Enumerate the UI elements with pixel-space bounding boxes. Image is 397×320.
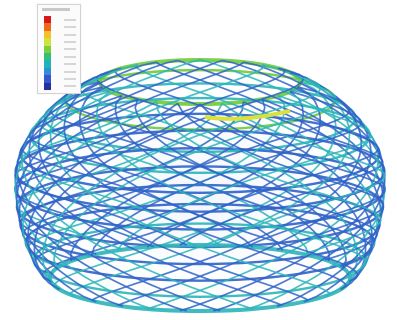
dome-brace — [95, 90, 367, 275]
dome-brace — [199, 103, 386, 248]
dome-brace — [14, 59, 201, 311]
dome-brace — [22, 64, 267, 297]
dome-brace — [21, 63, 253, 310]
legend-swatch — [44, 16, 51, 24]
legend-swatch — [44, 82, 51, 91]
dome-brace — [213, 102, 386, 246]
dome-brace — [90, 90, 363, 256]
legend-swatch — [44, 30, 51, 39]
legend-tick-mark — [64, 63, 76, 66]
dome-brace — [41, 76, 321, 276]
dome-brace — [18, 61, 245, 303]
dome-accent-group — [204, 108, 291, 121]
legend-tick-mark — [64, 85, 76, 88]
legend-swatch — [44, 45, 51, 54]
legend-swatch — [44, 38, 51, 46]
dome-brace — [49, 76, 331, 296]
dome-brace — [28, 67, 283, 307]
stress-hotspot — [204, 108, 291, 121]
dome-brace — [69, 86, 351, 262]
dome-brace — [79, 86, 359, 282]
legend-tick-mark — [64, 55, 76, 58]
legend-swatch — [44, 60, 51, 68]
legend-tick-mark — [64, 77, 76, 80]
legend-tick-mark — [64, 40, 76, 43]
dome-ring — [48, 243, 352, 313]
legend-tick-mark — [64, 18, 76, 21]
legend-tick-mark — [64, 33, 76, 36]
dome-brace — [27, 67, 286, 291]
legend-swatch — [44, 75, 51, 83]
legend-swatch — [44, 67, 51, 76]
dome-brace — [33, 71, 305, 284]
legend-tick-mark — [64, 70, 76, 73]
legend-title-mark — [42, 8, 70, 11]
legend-label-column — [38, 5, 80, 93]
legend-swatch — [44, 53, 51, 61]
dome-brace-group — [14, 59, 386, 312]
legend-tick-mark — [64, 48, 76, 51]
legend-swatch — [44, 23, 51, 31]
legend-swatch-column — [44, 16, 51, 91]
color-legend — [37, 4, 81, 94]
dome-brace — [155, 101, 382, 255]
legend-tick-mark — [64, 26, 76, 29]
dome-brace — [15, 59, 223, 308]
dome-brace — [176, 102, 385, 251]
